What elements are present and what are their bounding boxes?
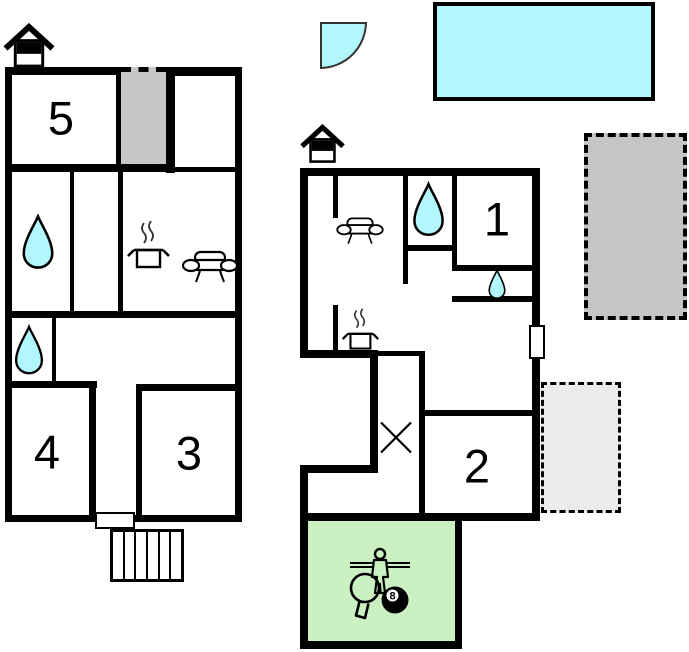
wall — [300, 513, 308, 649]
wall — [172, 167, 242, 172]
wall — [424, 410, 540, 416]
stairwell — [121, 67, 166, 166]
wall — [70, 172, 74, 314]
stove-icon — [341, 308, 379, 350]
wall — [403, 176, 408, 284]
wall — [166, 67, 242, 76]
outdoor-steps — [110, 529, 184, 582]
wall — [419, 351, 425, 514]
wall — [89, 384, 96, 522]
corner-basin — [320, 22, 367, 69]
billiard-ball-number: 8 — [389, 591, 395, 603]
wall — [300, 513, 462, 521]
wall — [300, 641, 462, 649]
room-2-label: 2 — [463, 439, 491, 493]
wall — [300, 465, 308, 521]
wall — [300, 350, 378, 358]
room-3-label: 3 — [175, 426, 203, 480]
room-1-label: 1 — [483, 192, 511, 246]
wall — [403, 245, 456, 251]
wall — [136, 384, 142, 522]
billiard-ball-icon: 8 — [381, 586, 409, 614]
wall — [452, 176, 457, 271]
wall — [455, 513, 462, 649]
wall — [136, 384, 242, 391]
wall — [5, 67, 12, 522]
wall — [166, 67, 175, 173]
wall — [300, 168, 540, 176]
stairs-cross-icon — [380, 421, 412, 454]
wall — [333, 176, 338, 218]
wall — [52, 318, 56, 384]
wall — [452, 265, 540, 271]
annex-light-dashed-area — [541, 382, 621, 513]
sofa-icon — [182, 250, 238, 283]
window-marker — [529, 325, 545, 359]
wall — [5, 67, 119, 75]
water-drop-icon — [22, 214, 54, 269]
water-drop-icon — [413, 181, 444, 237]
wall — [5, 311, 242, 318]
game-room — [307, 520, 456, 642]
pool — [433, 2, 655, 101]
wall — [300, 168, 308, 358]
table-tennis-paddle-icon — [349, 572, 381, 620]
wall — [333, 305, 338, 351]
room-5-label: 5 — [47, 91, 75, 145]
wall — [300, 465, 378, 473]
wall — [419, 513, 540, 521]
water-drop-icon — [14, 323, 44, 375]
wall — [118, 172, 123, 314]
house-entrance-icon — [3, 23, 55, 68]
wall — [5, 381, 97, 388]
wall — [452, 296, 540, 302]
wall — [235, 67, 242, 522]
water-drop-icon — [488, 269, 506, 299]
wall — [370, 350, 378, 473]
entrance-door — [95, 512, 135, 529]
room-4-label: 4 — [33, 425, 61, 479]
stove-icon — [127, 220, 170, 269]
sofa-icon — [336, 217, 384, 244]
wall — [377, 351, 425, 356]
wall — [5, 164, 175, 172]
annex-dark-dashed-area — [584, 133, 687, 320]
house-entrance-icon — [300, 124, 345, 163]
wall — [116, 67, 121, 170]
